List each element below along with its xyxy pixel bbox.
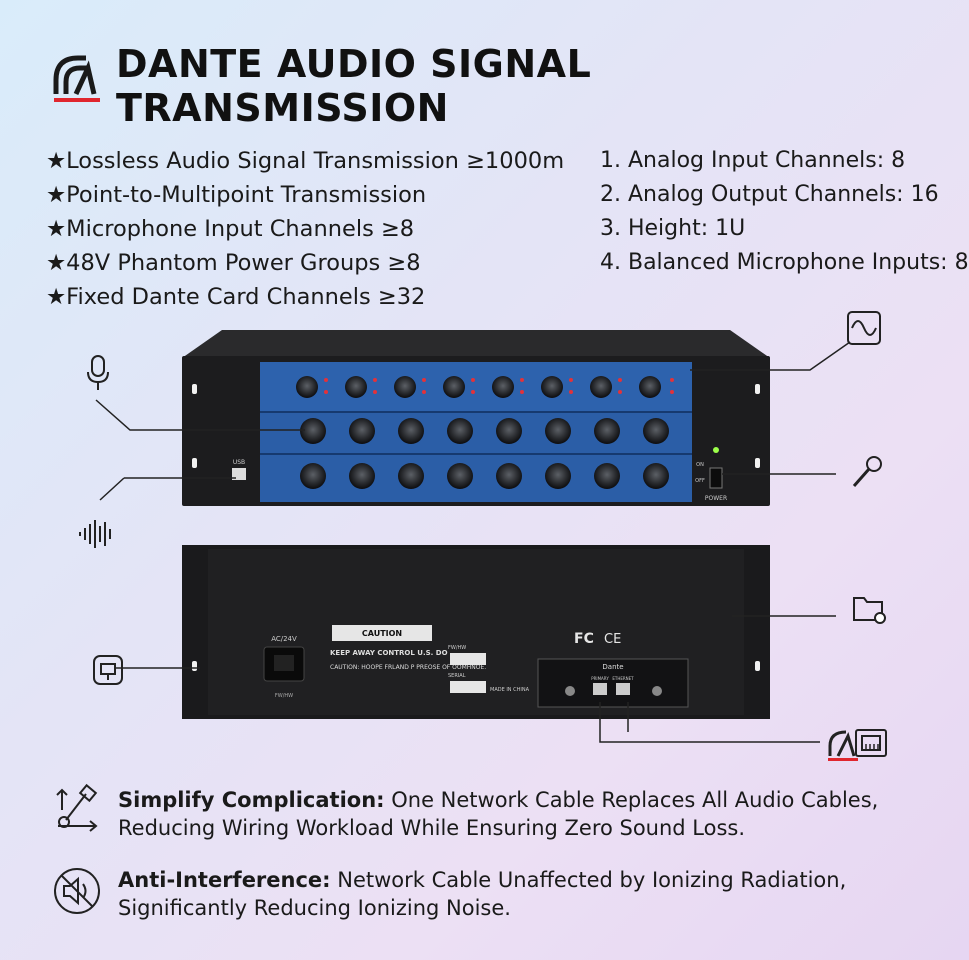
- ethernet-port-icon: [855, 729, 887, 757]
- svg-text:Dante: Dante: [602, 663, 623, 671]
- cable-routing-icon: [56, 783, 98, 832]
- sound-wave-icon: [79, 520, 111, 548]
- svg-text:KEEP AWAY CONTROL U.S. DO: KEEP AWAY CONTROL U.S. DO: [330, 649, 448, 657]
- feature-item: ★Point-to-Multipoint Transmission: [46, 182, 427, 208]
- benefit-anti-interference: Anti-Interference: Network Cable Unaffec…: [118, 868, 847, 920]
- spec-item: 2. Analog Output Channels: 16: [600, 182, 939, 207]
- folder-settings-icon: [853, 597, 886, 624]
- benefit-simplify: Simplify Complication: One Network Cable…: [118, 788, 879, 840]
- dante-logo-icon: [828, 730, 858, 761]
- mute-speaker-icon: [54, 868, 100, 914]
- spec-item: 4. Balanced Microphone Inputs: 8: [600, 250, 969, 275]
- spec-item: 1. Analog Input Channels: 8: [600, 148, 906, 173]
- svg-text:CE: CE: [604, 632, 621, 647]
- rear-panel-device: AC/24V FW/HW CAUTION KEEP AWAY CONTROL U…: [182, 545, 770, 719]
- feature-item: ★Fixed Dante Card Channels ≥32: [46, 284, 426, 310]
- svg-text:CAUTION: HOOPE FRLAND P PREOSE: CAUTION: HOOPE FRLAND P PREOSE OF OOMHNO…: [330, 664, 486, 671]
- spec-item: 3. Height: 1U: [600, 216, 746, 241]
- svg-text:ETHERNET: ETHERNET: [612, 676, 634, 681]
- svg-text:FW/HW: FW/HW: [275, 693, 293, 699]
- svg-text:POWER: POWER: [705, 495, 727, 502]
- brand-logo-icon: [53, 55, 100, 102]
- svg-text:FC: FC: [574, 631, 594, 647]
- svg-text:MADE IN CHINA: MADE IN CHINA: [490, 687, 530, 693]
- handheld-mic-icon: [852, 456, 882, 487]
- svg-text:FW/HW: FW/HW: [448, 645, 466, 651]
- feature-item: ★Lossless Audio Signal Transmission ≥100…: [46, 148, 565, 174]
- spec-list: 1. Analog Input Channels: 8 2. Analog Ou…: [600, 144, 969, 280]
- svg-text:CAUTION: CAUTION: [362, 629, 402, 638]
- sine-wave-icon: [847, 311, 881, 345]
- svg-text:ON: ON: [696, 462, 704, 468]
- svg-text:OFF: OFF: [695, 478, 705, 484]
- feature-item: ★48V Phantom Power Groups ≥8: [46, 250, 421, 276]
- svg-text:SERIAL: SERIAL: [448, 673, 466, 679]
- feature-list: ★Lossless Audio Signal Transmission ≥100…: [46, 144, 564, 314]
- front-panel-device: USB POWER ON OFF: [182, 330, 770, 506]
- svg-text:AC/24V: AC/24V: [271, 635, 297, 643]
- microphone-icon: [87, 355, 109, 390]
- power-plug-icon: [93, 655, 123, 685]
- feature-item: ★Microphone Input Channels ≥8: [46, 216, 415, 242]
- page-title: DANTE AUDIO SIGNAL TRANSMISSION: [116, 42, 592, 130]
- svg-text:USB: USB: [233, 459, 245, 466]
- svg-text:PRIMARY: PRIMARY: [591, 676, 609, 681]
